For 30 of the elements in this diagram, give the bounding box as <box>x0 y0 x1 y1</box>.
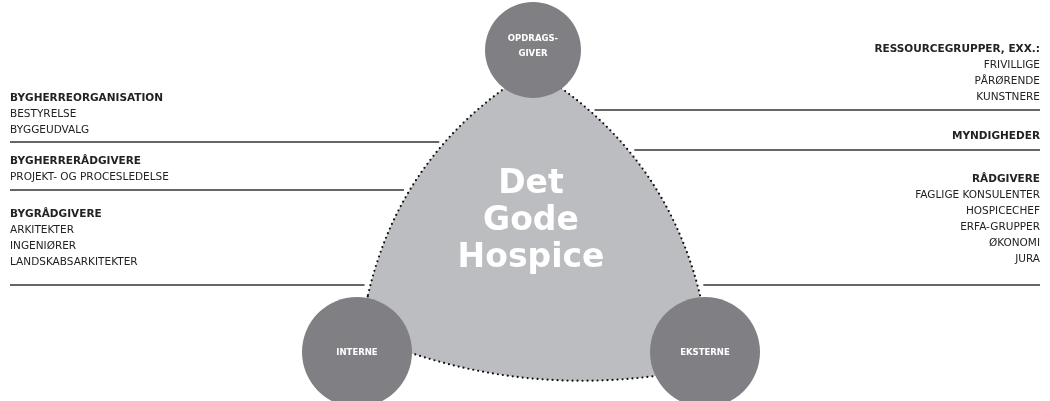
leader-line <box>633 149 1041 151</box>
circle-label: OPDRAGS- GIVER <box>506 32 560 60</box>
list-item: HOSPICECHEF <box>964 203 1040 218</box>
group-heading: BYGHERRERÅDGIVERE <box>10 153 142 168</box>
list-item: FAGLIGE KONSULENTER <box>914 187 1040 202</box>
group-heading: BYGHERREORGANISATION <box>10 90 165 105</box>
leader-line <box>702 284 1041 286</box>
list-item: PROJEKT- OG PROCESLEDELSE <box>10 169 170 184</box>
list-item: KUNSTNERE <box>975 89 1040 104</box>
leader-line <box>9 141 440 143</box>
center-title: Det Gode Hospice <box>456 163 606 274</box>
list-item: LANDSKABSARKITEKTER <box>10 254 139 269</box>
leader-line <box>593 109 1041 111</box>
list-item: INGENIØRER <box>10 238 78 253</box>
list-item: ARKITEKTER <box>10 222 75 237</box>
list-item: FRIVILLIGE <box>982 57 1040 72</box>
group-heading: MYNDIGHEDER <box>951 128 1040 143</box>
list-item: BYGGEUDVALG <box>10 122 91 137</box>
list-item: ERFA-GRUPPER <box>959 219 1040 234</box>
group-heading: BYGRÅDGIVERE <box>10 206 103 221</box>
list-item: PÅRØRENDE <box>973 73 1040 88</box>
list-item: ØKONOMI <box>987 235 1040 250</box>
list-item: BESTYRELSE <box>10 106 78 121</box>
circle-label: EKSTERNE <box>680 345 730 359</box>
leader-line <box>9 189 405 191</box>
list-item: JURA <box>1013 251 1040 266</box>
leader-line <box>9 284 366 286</box>
circle-label: INTERNE <box>336 345 378 359</box>
group-heading: RESSOURCEGRUPPER, EXX.: <box>873 41 1040 56</box>
group-heading: RÅDGIVERE <box>971 171 1040 186</box>
